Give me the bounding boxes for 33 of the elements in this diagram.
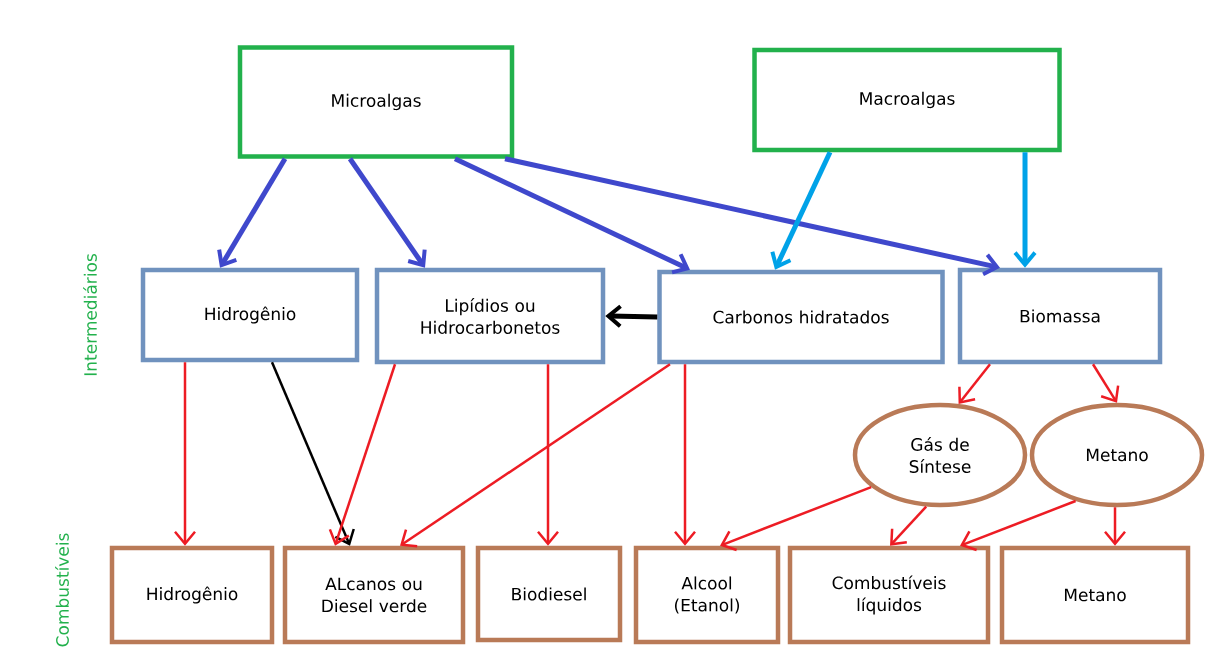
arrow bbox=[328, 363, 397, 546]
arrow bbox=[504, 156, 1000, 277]
arrow bbox=[890, 505, 928, 546]
arrow bbox=[347, 157, 427, 268]
arrow bbox=[453, 156, 690, 275]
arrow bbox=[720, 485, 872, 552]
process-box: Biomassa bbox=[957, 267, 1163, 365]
fuel-box: ALcanos ou Diesel verde bbox=[282, 545, 466, 645]
arrow bbox=[217, 157, 288, 268]
arrow bbox=[270, 361, 355, 546]
arrow bbox=[958, 363, 991, 404]
process-box: Hidrogênio bbox=[140, 267, 360, 363]
process-box: Lipídios ou Hidrocarbonetos bbox=[374, 267, 606, 365]
source-box: Macroalgas bbox=[752, 47, 1062, 153]
fuel-box: Alcool (Etanol) bbox=[633, 545, 781, 645]
side-label: Combustíveis bbox=[55, 533, 69, 647]
fuel-box: Metano bbox=[999, 545, 1191, 645]
arrow bbox=[1091, 363, 1120, 403]
fuel-box: Combustíveis líquidos bbox=[787, 545, 991, 645]
arrow bbox=[605, 304, 658, 328]
process-box: Carbonos hidratados bbox=[657, 269, 945, 365]
arrow bbox=[770, 151, 833, 270]
source-box: Microalgas bbox=[237, 45, 515, 159]
fuel-box: Biodiesel bbox=[475, 545, 623, 643]
arrow bbox=[400, 363, 671, 548]
arrow bbox=[537, 364, 559, 546]
arrow bbox=[1013, 152, 1037, 268]
arrow bbox=[174, 362, 196, 546]
side-label: Intermediários bbox=[83, 254, 97, 376]
arrow bbox=[674, 364, 696, 546]
arrow bbox=[960, 499, 1077, 552]
arrow bbox=[1104, 507, 1126, 546]
fuel-box: Hidrogênio bbox=[109, 545, 275, 645]
